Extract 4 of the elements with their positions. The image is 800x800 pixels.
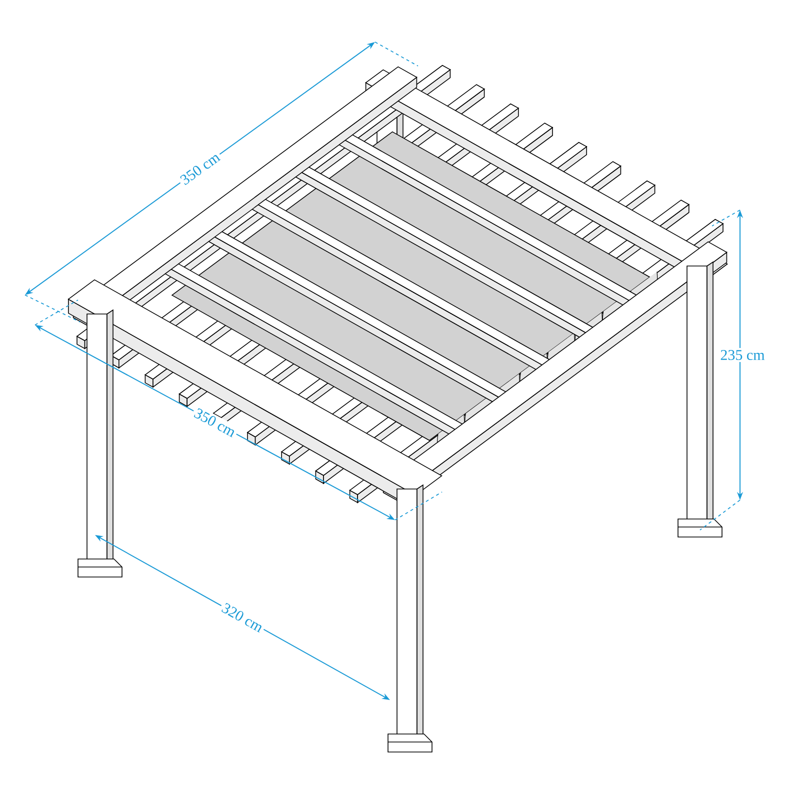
dimension-label: 235 cm bbox=[718, 348, 767, 362]
dimension-label: 350 cm bbox=[190, 404, 240, 440]
dimension-label: 320 cm bbox=[218, 600, 268, 636]
dimension-label: 350 cm bbox=[176, 148, 224, 188]
